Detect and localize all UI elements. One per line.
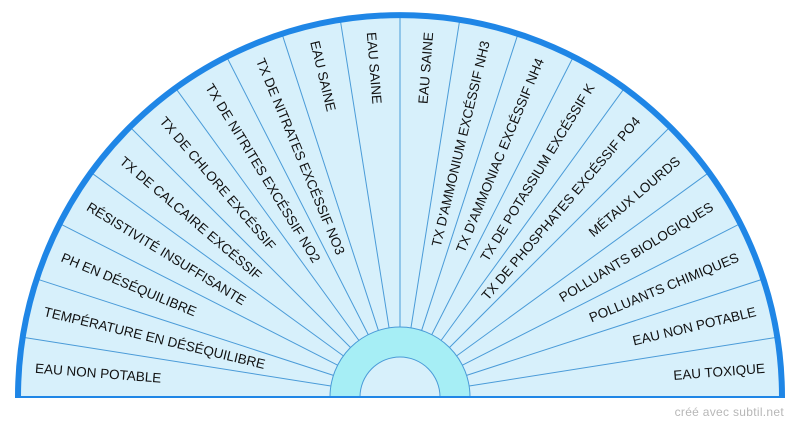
sector-divider	[226, 56, 369, 335]
sector-divider	[281, 33, 379, 331]
sector-divider	[456, 172, 710, 357]
sector-divider	[175, 87, 360, 341]
sector-divider	[469, 336, 778, 387]
sector-divider	[59, 223, 338, 366]
sector-divider	[22, 336, 331, 387]
credit-text: créé avec subtil.net	[674, 405, 784, 419]
sector-divider	[129, 126, 351, 348]
center-hub	[329, 326, 471, 398]
sector-dividers	[22, 15, 778, 387]
sector-label: EAU SAINE	[416, 32, 437, 105]
sector-divider	[462, 223, 741, 366]
sector-label: EAU SAINE	[364, 32, 385, 105]
sector-divider	[440, 87, 625, 341]
sector-divider	[90, 172, 344, 357]
sector-divider	[421, 33, 519, 331]
sector-divider	[431, 56, 574, 335]
sector-divider	[36, 278, 334, 376]
sector-divider	[410, 19, 461, 328]
outer-rim	[15, 12, 785, 398]
sector-divider	[449, 126, 671, 348]
sector-divider	[466, 278, 764, 376]
sector-label: EAU TOXIQUE	[673, 361, 766, 383]
sector-divider	[339, 19, 390, 328]
